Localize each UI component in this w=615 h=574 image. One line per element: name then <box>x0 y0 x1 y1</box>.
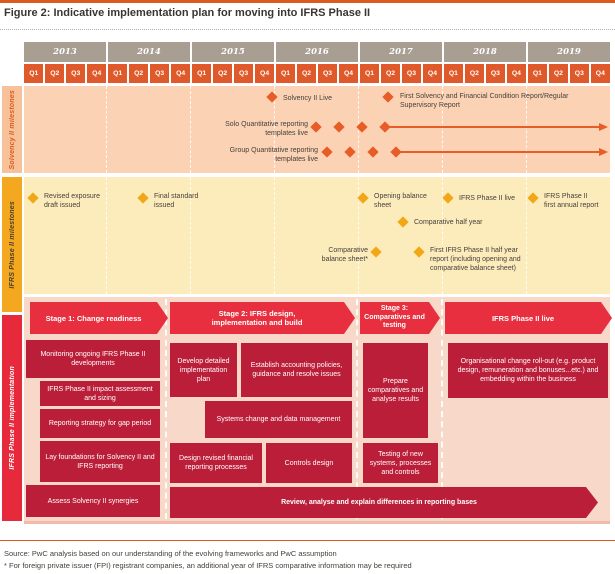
solo-qrt-label: Solo Quantitative reporting templates li… <box>225 121 308 137</box>
quarter-cell: Q4 <box>254 64 275 83</box>
year-gridline <box>106 86 107 173</box>
quarter-cell: Q3 <box>317 64 338 83</box>
activity-box: Lay foundations for Solvency II and IFRS… <box>40 441 160 482</box>
year-cell: 2016 <box>276 42 358 62</box>
year-gridline <box>526 177 527 294</box>
activity-box: Establish accounting policies, guidance … <box>241 343 352 397</box>
quarter-cell: Q2 <box>464 64 485 83</box>
activity-box: Develop detailed implementation plan <box>170 343 237 397</box>
activity-box: Controls design <box>266 443 352 483</box>
year-cell: 2015 <box>192 42 274 62</box>
activity-box: IFRS Phase II impact assessment and sizi… <box>40 381 160 406</box>
quarter-cell: Q2 <box>296 64 317 83</box>
year-cell: 2018 <box>444 42 526 62</box>
ifrs-sidebar: IFRS Phase II milestones <box>2 177 22 312</box>
year-header-row: 2013 2014 2015 2016 2017 2018 2019 <box>24 42 610 62</box>
quarter-cell: Q2 <box>44 64 65 83</box>
footer-divider <box>0 540 615 541</box>
stage3-arrow: Stage 3: Comparatives and testing <box>360 302 440 334</box>
solvency-live-label: Solvency II Live <box>283 95 333 102</box>
opening-balance-label: Opening balance sheet <box>374 193 427 209</box>
review-arrow-bar: Review, analyse and explain differences … <box>170 487 598 518</box>
group-qrt-arrowhead <box>599 147 608 156</box>
quarter-cell: Q2 <box>212 64 233 83</box>
implementation-band-label: IFRS Phase II implementation <box>8 366 16 470</box>
quarter-cell: Q2 <box>128 64 149 83</box>
source-note: Source: PwC analysis based on our unders… <box>4 549 337 558</box>
solvency-band-label: Solvency II milestones <box>8 89 16 170</box>
stage4-arrow: IFRS Phase II live <box>445 302 612 334</box>
top-accent-bar <box>0 0 615 3</box>
quarter-cell: Q4 <box>590 64 611 83</box>
stage2-arrow: Stage 2: IFRS design, implementation and… <box>170 302 355 334</box>
quarter-cell: Q1 <box>107 64 128 83</box>
stage-separator <box>441 299 443 519</box>
activity-box: Prepare comparatives and analyse results <box>363 343 428 438</box>
first-half-year-report-label: First IFRS Phase II half year report (in… <box>430 247 521 272</box>
group-qrt-label: Group Quantitative reporting templates l… <box>229 147 318 163</box>
year-gridline <box>442 177 443 294</box>
year-cell: 2019 <box>528 42 610 62</box>
implementation-sidebar: IFRS Phase II implementation <box>2 315 22 521</box>
quarter-cell: Q4 <box>506 64 527 83</box>
final-standard-label: Final standard issued <box>154 193 199 209</box>
stage1-arrow: Stage 1: Change readiness <box>30 302 168 334</box>
stage-separator <box>356 299 358 519</box>
activity-box: Organisational change roll-out (e.g. pro… <box>448 343 608 398</box>
year-gridline <box>190 177 191 294</box>
quarter-cell: Q3 <box>569 64 590 83</box>
quarter-cell: Q1 <box>24 64 44 83</box>
quarter-cell: Q3 <box>233 64 254 83</box>
solo-qrt-timeline-arrow <box>390 126 599 128</box>
quarter-cell: Q1 <box>275 64 296 83</box>
fpi-footnote: * For foreign private issuer (FPI) regis… <box>4 561 412 570</box>
quarter-cell: Q4 <box>86 64 107 83</box>
activity-box: Design revised financial reporting proce… <box>170 443 262 483</box>
group-qrt-timeline-arrow <box>401 151 599 153</box>
year-gridline <box>106 177 107 294</box>
stage-separator <box>165 299 167 519</box>
quarter-cell: Q4 <box>170 64 191 83</box>
ifrs-band <box>24 177 610 294</box>
activity-box: Testing of new systems, processes and co… <box>363 443 438 483</box>
quarter-cell: Q3 <box>485 64 506 83</box>
quarter-header-row: Q1 Q2 Q3 Q4 Q1 Q2 Q3 Q4 Q1 Q2 Q3 Q4 Q1 Q… <box>24 64 611 83</box>
first-report-label: First Solvency and Financial Condition R… <box>400 93 569 109</box>
year-gridline <box>358 177 359 294</box>
revised-draft-label: Revised exposure draft issued <box>44 193 101 209</box>
solo-qrt-arrowhead <box>599 122 608 131</box>
year-gridline <box>274 86 275 173</box>
quarter-cell: Q1 <box>191 64 212 83</box>
activity-box: Reporting strategy for gap period <box>40 409 160 438</box>
quarter-cell: Q1 <box>527 64 548 83</box>
quarter-cell: Q1 <box>359 64 380 83</box>
title-divider <box>0 29 615 30</box>
figure-title: Figure 2: Indicative implementation plan… <box>4 7 371 19</box>
year-cell: 2017 <box>360 42 442 62</box>
year-gridline <box>274 177 275 294</box>
year-cell: 2014 <box>108 42 190 62</box>
comparative-half-year-label: Comparative half year <box>414 219 483 226</box>
comparative-balance-label: Comparative balance sheet* <box>321 247 368 263</box>
quarter-cell: Q3 <box>65 64 86 83</box>
solvency-sidebar: Solvency II milestones <box>2 86 22 173</box>
activity-box: Monitoring ongoing IFRS Phase II develop… <box>26 340 160 378</box>
activity-box: Assess Solvency II synergies <box>26 485 160 517</box>
quarter-cell: Q1 <box>443 64 464 83</box>
quarter-cell: Q3 <box>149 64 170 83</box>
activity-box: Systems change and data management <box>205 401 352 438</box>
quarter-cell: Q3 <box>401 64 422 83</box>
year-cell: 2013 <box>24 42 106 62</box>
year-gridline <box>190 86 191 173</box>
ifrs-band-label: IFRS Phase II milestones <box>8 200 16 289</box>
year-gridline <box>442 86 443 173</box>
quarter-cell: Q4 <box>338 64 359 83</box>
phase2-live-label: IFRS Phase II live <box>459 195 516 202</box>
quarter-cell: Q2 <box>380 64 401 83</box>
quarter-cell: Q4 <box>422 64 443 83</box>
year-gridline <box>526 86 527 173</box>
quarter-cell: Q2 <box>548 64 569 83</box>
first-annual-label: IFRS Phase II first annual report <box>544 193 599 209</box>
